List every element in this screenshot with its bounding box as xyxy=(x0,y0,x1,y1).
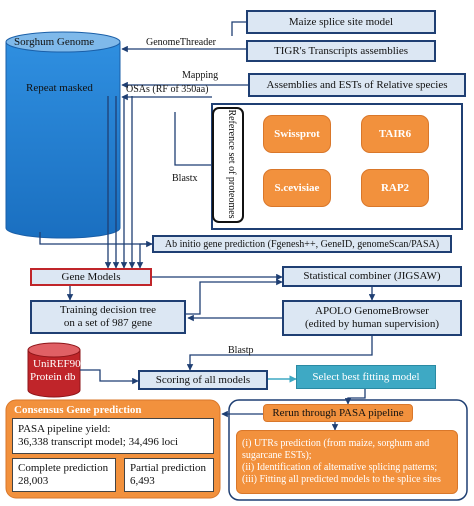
connector-training-statistical xyxy=(185,278,283,315)
tigr-transcripts-box: TIGR's Transcripts assemblies xyxy=(246,40,436,62)
osas-label: OSAs (RF of 350aa) xyxy=(126,84,209,95)
complete-prediction-box: Complete prediction 28,003 xyxy=(12,458,116,492)
connector-abinitio-genemodels xyxy=(136,243,155,269)
scoring-box: Scoring of all models xyxy=(138,370,268,390)
rerun-details-box: (i) UTRs prediction (from maize, sorghum… xyxy=(236,430,458,494)
mapping-label: Mapping xyxy=(182,70,219,81)
pasa-yield-box: PASA pipeline yield: 36,338 transcript m… xyxy=(12,418,214,454)
blastx-label: Blastx xyxy=(172,173,198,184)
blastp-label: Blastp xyxy=(228,345,254,356)
reference-set-title-frame xyxy=(212,107,244,223)
swissprot-box: Swissprot xyxy=(263,115,331,153)
gene-models-box: Gene Models xyxy=(30,268,152,286)
partial-prediction-value: 6,493 xyxy=(130,475,155,487)
apolo-line-1: APOLO GenomeBrowser xyxy=(315,305,429,317)
pasa-yield-line-1: PASA pipeline yield: xyxy=(18,423,111,435)
consensus-title: Consensus Gene prediction xyxy=(14,404,142,416)
connector-bestfit-rerun xyxy=(344,389,366,405)
sorghum-genome-database xyxy=(5,31,121,239)
training-decision-tree-box: Training decision tree on a set of 987 g… xyxy=(30,300,186,334)
sorghum-genome-title: Sorghum Genome xyxy=(14,36,95,48)
maize-splice-site-box: Maize splice site model xyxy=(246,10,436,34)
rap2-box: RAP2 xyxy=(361,169,429,207)
rerun-detail-1: (i) UTRs prediction (from maize, sorghum… xyxy=(242,438,430,449)
connector-sorghum-abinitio xyxy=(39,232,153,248)
connector-uniref-scoring xyxy=(80,369,139,385)
complete-prediction-label: Complete prediction xyxy=(18,462,109,474)
training-line-1: Training decision tree xyxy=(59,304,157,316)
connectors xyxy=(39,21,376,431)
rerun-detail-3: (ii) Identification of alternative splic… xyxy=(242,462,438,473)
rerun-detail-2: sugarcane ESTs); xyxy=(242,450,312,461)
tair6-box: TAIR6 xyxy=(361,115,429,153)
apolo-genomebrowser-box: APOLO GenomeBrowser (edited by human sup… xyxy=(282,300,462,336)
training-line-2: on a set of 987 gene xyxy=(63,317,153,329)
protein-db-label: Protein db xyxy=(30,371,76,383)
assemblies-ests-box: Assemblies and ESTs of Relative species xyxy=(248,73,466,97)
connector-maize xyxy=(231,21,246,36)
select-best-fitting-box: Select best fitting model xyxy=(296,365,436,389)
ab-initio-box: Ab initio gene prediction (Fgenesh++, Ge… xyxy=(152,235,452,253)
repeat-masked-label: Repeat masked xyxy=(26,82,93,94)
genome-threader-label: GenomeThreader xyxy=(146,37,216,48)
statistical-combiner-box: Statistical combiner (JIGSAW) xyxy=(282,266,462,287)
partial-prediction-box: Partial prediction 6,493 xyxy=(124,458,214,492)
scevisiae-box: S.cevisiae xyxy=(263,169,331,207)
complete-prediction-value: 28,003 xyxy=(18,475,49,487)
uniref90-database xyxy=(27,342,81,398)
connector-apolo-scoring xyxy=(186,336,373,371)
pasa-yield-line-2: 36,338 transcript model; 34,496 loci xyxy=(18,436,179,448)
rerun-pasa-box: Rerun through PASA pipeline xyxy=(263,404,413,422)
partial-prediction-label: Partial prediction xyxy=(130,462,207,474)
reference-set-title: Reference set of proteomes xyxy=(226,109,237,219)
apolo-line-2: (edited by human supervision) xyxy=(304,318,440,330)
rerun-detail-4: (iii) Fitting all predicted models to th… xyxy=(242,474,441,485)
connector-blastx xyxy=(174,112,212,166)
uniref-label: UniREF90 xyxy=(33,358,81,370)
